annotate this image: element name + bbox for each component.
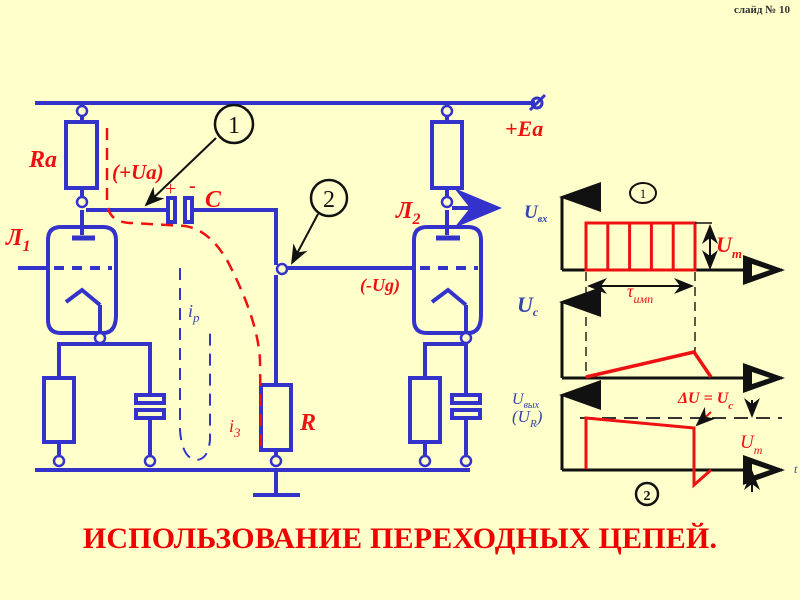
delta-u-label: ΔU = Uc [677, 390, 733, 412]
current-paths [105, 128, 263, 462]
label-plus-ua: (+Ua) [112, 160, 164, 184]
input-pulse-fill-lines [606, 223, 675, 270]
resistor-ra2 [430, 120, 464, 190]
terminal [75, 195, 89, 209]
label-resistor-r: R [299, 410, 316, 436]
terminal [459, 331, 473, 345]
svg-text:2: 2 [644, 489, 651, 504]
waveform-callout-1: 1 [629, 182, 657, 204]
input-um-label: Um [716, 232, 742, 261]
capacitor-c-left-plate [166, 196, 177, 224]
slide-number: слайд № 10 [733, 4, 790, 16]
terminal [418, 454, 432, 468]
label-ip: ip [188, 301, 200, 325]
label-l1: Л1 [5, 225, 30, 255]
terminal [52, 454, 66, 468]
svg-text:1: 1 [640, 186, 647, 201]
capacitor-cathode-1-a [134, 393, 166, 405]
callout-2: 2 [291, 178, 349, 265]
uc-curve [585, 350, 713, 379]
label-cap-minus: - [189, 175, 196, 197]
capacitor-cathode-2-b [450, 408, 482, 420]
waveform-callout-2: 2 [634, 481, 660, 507]
charge-current-path [105, 128, 263, 453]
input-y-label: Uвх [524, 202, 547, 225]
resistor-cathode-1 [42, 376, 76, 444]
uout-y-label: Uвых [512, 391, 540, 411]
output-graph [559, 380, 785, 492]
terminal [269, 454, 283, 468]
discharge-current-path [179, 268, 211, 462]
resistor-r [259, 383, 293, 452]
terminal-node-2 [275, 262, 289, 276]
label-cap-plus: + [165, 178, 176, 200]
pulse-width-label: τимп [627, 281, 653, 306]
uout-um-label: Um [740, 432, 763, 457]
label-i3: i3 [229, 416, 241, 440]
resistor-cathode-2 [408, 376, 442, 444]
tube-l2-envelope [412, 225, 483, 335]
delta-u-arrow [695, 406, 716, 427]
tube-l1-envelope [46, 225, 118, 335]
label-ra: Ra [28, 147, 57, 173]
resistor-ra [64, 120, 99, 190]
terminal [93, 331, 107, 345]
input-pulse [584, 221, 697, 272]
input-graph [559, 182, 785, 294]
svg-text:1: 1 [228, 113, 240, 139]
capacitor-c-right-plate [183, 196, 194, 224]
capacitor-cathode-1-b [134, 408, 166, 420]
label-minus-ug: (-Ug) [360, 275, 400, 296]
callout-1: 1 [144, 103, 255, 207]
terminal [75, 104, 89, 118]
capacitor-graph [559, 287, 785, 393]
ur-y-label: (UR) [512, 407, 543, 430]
svg-text:2: 2 [323, 187, 335, 213]
terminal [459, 454, 473, 468]
terminals [52, 104, 473, 468]
label-l2: Л2 [395, 198, 420, 228]
terminal [143, 454, 157, 468]
slide-title: ИСПОЛЬЗОВАНИЕ ПЕРЕХОДНЫХ ЦЕПЕЙ. [82, 522, 718, 555]
uc-y-label: Uс [517, 292, 539, 319]
label-supply-ea: +Ea [505, 116, 543, 141]
label-capacitor-c: C [205, 187, 222, 213]
terminal [440, 104, 454, 118]
capacitor-cathode-2-a [450, 393, 482, 405]
terminal [440, 195, 454, 209]
time-axis-label: t [794, 462, 798, 476]
uout-curve [584, 416, 712, 489]
supply-terminal-icon [528, 93, 547, 112]
circuit [18, 101, 535, 497]
